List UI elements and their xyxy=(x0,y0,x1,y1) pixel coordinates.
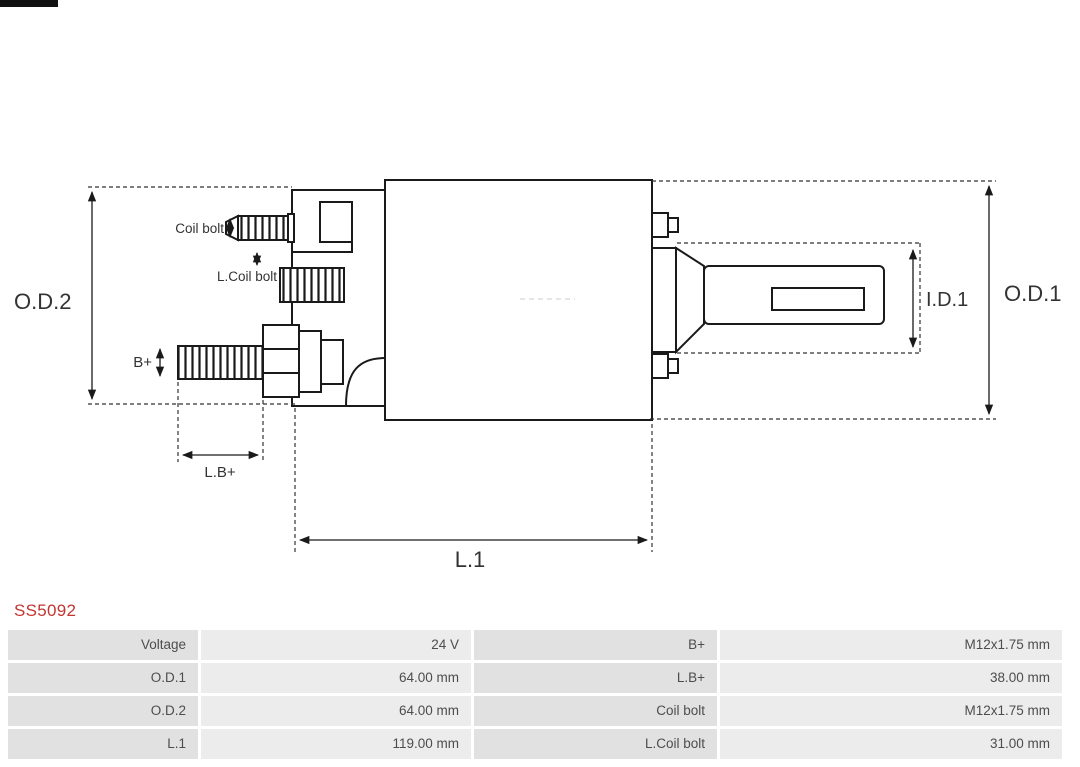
spec-value-coil-bolt: M12x1.75 mm xyxy=(720,696,1062,726)
dimension-guides xyxy=(88,180,996,552)
spec-label-l1: L.1 xyxy=(8,729,198,759)
spec-table: Voltage 24 V B+ M12x1.75 mm O.D.1 64.00 … xyxy=(8,630,1062,759)
b-plus-terminal xyxy=(177,324,344,398)
spec-value-od2: 64.00 mm xyxy=(201,696,471,726)
plunger-shaft xyxy=(651,246,885,355)
od2-label: O.D.2 xyxy=(14,289,71,314)
lb-plus-label: L.B+ xyxy=(204,464,236,481)
coil-bolt-stud xyxy=(225,213,295,243)
dimension-arrows xyxy=(87,184,994,545)
spec-label-od1: O.D.1 xyxy=(8,663,198,693)
spec-value-l-coil-bolt: 31.00 mm xyxy=(720,729,1062,759)
spec-label-voltage: Voltage xyxy=(8,630,198,660)
part-number: SS5092 xyxy=(14,601,77,620)
coil-bolt-threaded-boss xyxy=(279,267,345,303)
solenoid-diagram-svg: O.D.2 O.D.1 I.D.1 L.1 L.B+ B+ Coil bolt … xyxy=(14,179,1061,572)
od1-label: O.D.1 xyxy=(1004,281,1061,306)
spec-value-l1: 119.00 mm xyxy=(201,729,471,759)
solenoid-body xyxy=(384,179,653,421)
spec-label-b-plus: B+ xyxy=(474,630,717,660)
id1-label: I.D.1 xyxy=(926,289,968,311)
spec-value-voltage: 24 V xyxy=(201,630,471,660)
rear-terminal-tabs xyxy=(651,212,679,379)
b-plus-label: B+ xyxy=(133,354,152,371)
spec-label-od2: O.D.2 xyxy=(8,696,198,726)
l-coil-bolt-label: L.Coil bolt xyxy=(217,269,277,284)
spec-label-l-coil-bolt: L.Coil bolt xyxy=(474,729,717,759)
l1-label: L.1 xyxy=(455,547,486,572)
spec-value-b-plus: M12x1.75 mm xyxy=(720,630,1062,660)
solenoid-outline xyxy=(177,179,885,421)
spec-value-lb-plus: 38.00 mm xyxy=(720,663,1062,693)
coil-bolt-label: Coil bolt xyxy=(175,221,224,236)
spec-label-lb-plus: L.B+ xyxy=(474,663,717,693)
logo-fragment xyxy=(0,0,58,7)
solenoid-technical-drawing: O.D.2 O.D.1 I.D.1 L.1 L.B+ B+ Coil bolt … xyxy=(14,179,1061,572)
spec-label-coil-bolt: Coil bolt xyxy=(474,696,717,726)
spec-value-od1: 64.00 mm xyxy=(201,663,471,693)
